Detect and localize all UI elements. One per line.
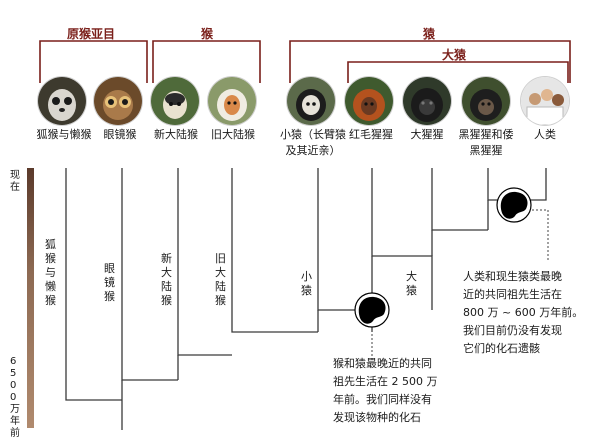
- taxon-label-lemur-loris: 狐猴与懒猴: [36, 128, 92, 141]
- bracket-apes: [289, 40, 571, 83]
- tarsier-photo: [94, 77, 142, 125]
- taxon-label-old-world: 旧大陆猴: [211, 128, 255, 141]
- bracket-monkeys: [152, 40, 261, 83]
- bracket-prosimians: [39, 40, 148, 83]
- chimpanzee-photo: [462, 77, 510, 125]
- gorilla-photo: [403, 77, 451, 125]
- group-label-prosimians: 原猴亚目: [64, 27, 119, 41]
- human-photo: [521, 77, 569, 125]
- group-label-monkeys: 猴: [198, 27, 217, 41]
- gibbon-photo: [287, 77, 335, 125]
- old-world-monkey-photo: [208, 77, 256, 125]
- orangutan-photo: [345, 77, 393, 125]
- note-ape-monkey-ancestor: 猴和猿最晚近的共同 祖先生活在 2 500 万 年前。我们同样没有 发现该物种的…: [333, 357, 438, 424]
- taxon-label-tarsier: 眼镜猴: [103, 128, 137, 141]
- taxon-label-lesser-ape: 小猿（长臂猿及其近亲）: [280, 128, 346, 157]
- branch-label-new-world: 新大陆猴: [161, 252, 172, 307]
- group-label-apes: 猿: [420, 27, 439, 41]
- group-label-great-apes: 大猿: [439, 48, 470, 62]
- time-axis-bar: [27, 168, 34, 428]
- branch-label-tarsiers: 眼镜猴: [104, 262, 115, 303]
- taxon-label-chimpanzee: 黑猩猩和倭黑猩猩: [458, 128, 514, 157]
- axis-label-ago: 6 500 万年前: [10, 356, 20, 439]
- taxon-label-new-world: 新大陆猴: [154, 128, 198, 141]
- lemur-loris-photo: [38, 77, 86, 125]
- branch-label-lesser-apes: 小猿: [301, 270, 312, 297]
- branch-label-lemurs: 狐猴与懒猴: [45, 238, 56, 307]
- taxon-label-gorilla: 大猩猩: [410, 128, 444, 141]
- new-world-monkey-photo: [151, 77, 199, 125]
- branch-label-old-world: 旧大陆猴: [215, 252, 226, 307]
- axis-label-now: 现在: [10, 170, 20, 193]
- bracket-great-apes: [347, 61, 569, 83]
- ancestor-node-human-ape: [496, 187, 532, 223]
- ancestor-node-ape-monkey: [354, 292, 390, 328]
- group-brackets: [39, 40, 571, 83]
- branch-label-great-apes: 大猿: [406, 270, 417, 297]
- note-human-ape-ancestor: 人类和现生猿类最晚 近的共同祖先生活在 800 万 ~ 600 万年前。 我们目…: [463, 270, 584, 355]
- taxon-label-orangutan: 红毛猩猩: [349, 128, 393, 141]
- taxon-label-human: 人类: [534, 128, 556, 141]
